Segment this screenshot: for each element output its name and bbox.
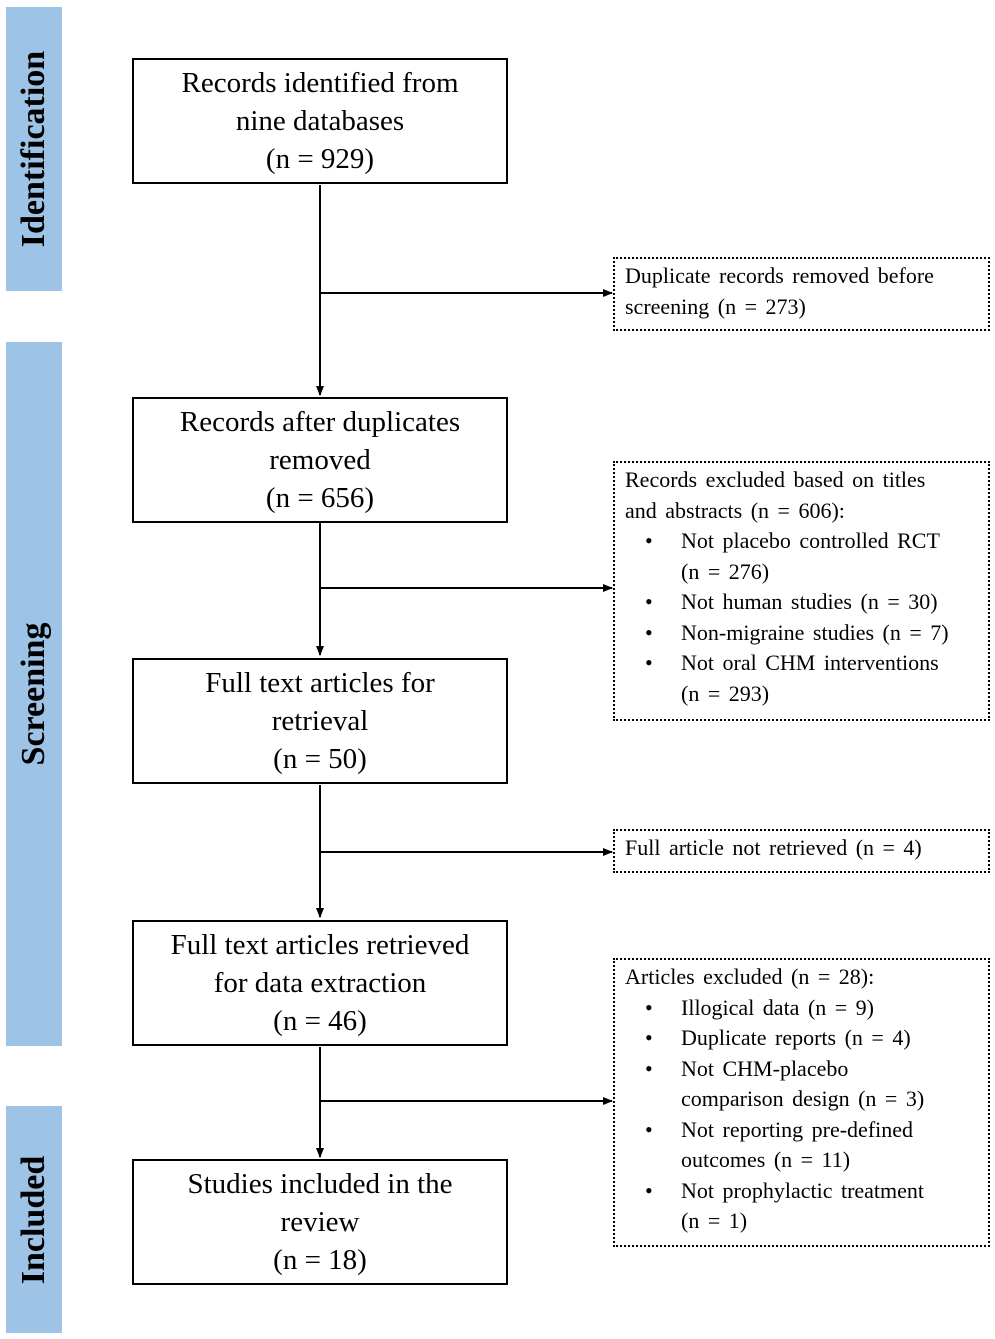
list-item-text: comparison design (n = 3) — [681, 1086, 925, 1111]
exclusion-line: screening (n = 273) — [625, 293, 806, 319]
list-item-text: Duplicate reports (n = 4) — [681, 1025, 911, 1050]
list-item-text: Not oral CHM interventions — [681, 650, 939, 675]
box-full-text-extraction: Full text articles retrieved for data ex… — [132, 920, 508, 1046]
box-line: Records identified from — [181, 67, 459, 99]
box-line: Full text articles retrieved — [170, 929, 470, 961]
phase-screening: Screening — [6, 342, 62, 1046]
exclusion-line: Full article not retrieved (n = 4) — [625, 835, 922, 860]
list-item: outcomes (n = 11) — [625, 1145, 988, 1176]
exclusion-heading: Articles excluded (n = 28): — [625, 964, 875, 989]
box-count: (n = 929) — [265, 143, 375, 175]
bullet-icon: • — [645, 1116, 653, 1142]
list-item: • Illogical data (n = 9) — [625, 993, 988, 1024]
box-line: retrieval — [271, 705, 369, 737]
box-count: (n = 50) — [273, 743, 367, 775]
box-full-text-retrieval: Full text articles for retrieval (n = 50… — [132, 658, 508, 784]
list-item-text: Non-migraine studies (n = 7) — [681, 619, 949, 645]
list-item: comparison design (n = 3) — [625, 1084, 988, 1115]
list-item: • Not reporting pre-defined — [625, 1115, 988, 1146]
list-item: (n = 293) — [625, 679, 988, 710]
box-line: removed — [269, 444, 371, 476]
bullet-icon: • — [645, 619, 653, 645]
box-count: (n = 656) — [265, 482, 375, 514]
exclusion-articles-excluded: Articles excluded (n = 28): • Illogical … — [613, 958, 990, 1247]
exclusion-titles-abstracts: Records excluded based on titles and abs… — [613, 461, 990, 721]
list-item-text: (n = 276) — [681, 558, 770, 584]
box-count: (n = 46) — [273, 1005, 367, 1037]
list-item: • Not oral CHM interventions — [625, 648, 988, 679]
bullet-icon: • — [645, 1055, 653, 1081]
box-count: (n = 18) — [273, 1244, 367, 1276]
exclusion-list: • Illogical data (n = 9) • Duplicate rep… — [625, 993, 988, 1237]
box-line: nine databases — [235, 105, 405, 137]
list-item-text: Not placebo controlled RCT — [681, 528, 940, 553]
list-item-text: outcomes (n = 11) — [681, 1147, 851, 1172]
bullet-icon: • — [645, 528, 653, 553]
box-line: review — [280, 1206, 360, 1238]
bullet-icon: • — [645, 1025, 653, 1050]
list-item: (n = 276) — [625, 557, 988, 588]
bullet-icon: • — [645, 589, 653, 614]
box-line: Records after duplicates — [179, 406, 461, 438]
list-item: • Non-migraine studies (n = 7) — [625, 618, 988, 649]
exclusion-duplicates-removed: Duplicate records removed before screeni… — [613, 257, 990, 331]
list-item: • Not human studies (n = 30) — [625, 587, 988, 618]
bullet-icon: • — [645, 1177, 653, 1203]
exclusion-list: • Not placebo controlled RCT (n = 276) •… — [625, 526, 988, 709]
box-studies-included: Studies included in the review (n = 18) — [132, 1159, 508, 1285]
list-item-text: Not CHM-placebo — [681, 1055, 849, 1081]
bullet-icon: • — [645, 650, 653, 675]
list-item: • Not CHM-placebo — [625, 1054, 988, 1085]
list-item-text: Illogical data (n = 9) — [681, 994, 875, 1020]
list-item: • Not prophylactic treatment — [625, 1176, 988, 1207]
bullet-icon: • — [645, 994, 653, 1020]
box-line: Full text articles for — [205, 667, 435, 699]
exclusion-not-retrieved: Full article not retrieved (n = 4) — [613, 829, 990, 873]
box-records-after-duplicates: Records after duplicates removed (n = 65… — [132, 397, 508, 523]
box-line: Studies included in the — [187, 1168, 453, 1200]
phase-identification: Identification — [6, 7, 62, 291]
box-records-identified: Records identified from nine databases (… — [132, 58, 508, 184]
list-item-text: Not prophylactic treatment — [681, 1177, 925, 1203]
list-item-text: Not human studies (n = 30) — [681, 589, 938, 614]
list-item: (n = 1) — [625, 1206, 988, 1237]
list-item: • Not placebo controlled RCT — [625, 526, 988, 557]
list-item-text: (n = 1) — [681, 1208, 748, 1233]
list-item-text: Not reporting pre-defined — [681, 1116, 914, 1142]
list-item-text: (n = 293) — [681, 680, 770, 706]
exclusion-heading: Records excluded based on titles — [625, 467, 926, 492]
exclusion-heading: and abstracts (n = 606): — [625, 497, 845, 523]
exclusion-line: Duplicate records removed before — [625, 263, 934, 288]
box-line: for data extraction — [213, 967, 427, 999]
phase-included: Included — [6, 1106, 62, 1333]
list-item: • Duplicate reports (n = 4) — [625, 1023, 988, 1054]
